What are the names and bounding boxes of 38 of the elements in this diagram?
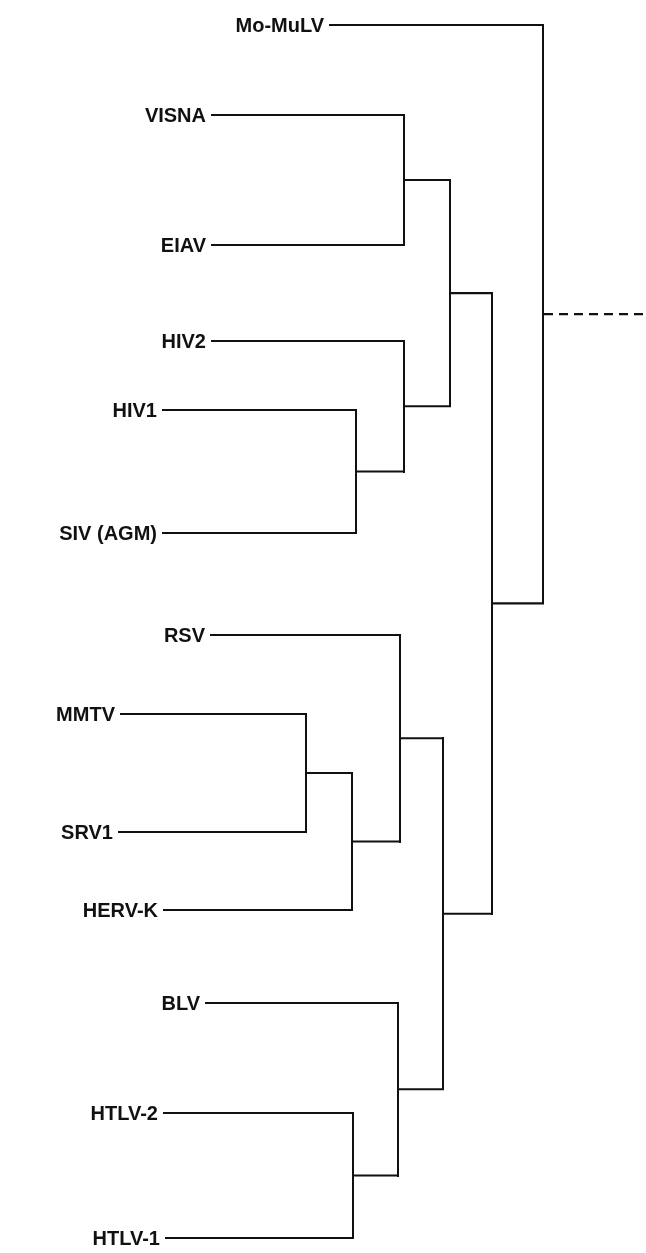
branch-line	[211, 243, 405, 247]
branch-line	[351, 840, 401, 843]
branch-line	[165, 1236, 354, 1240]
branch-line	[163, 908, 353, 912]
branch-line	[163, 1111, 354, 1115]
branch-line	[355, 470, 405, 473]
taxon-label: SIV (AGM)	[59, 521, 157, 545]
branch-line	[210, 633, 401, 637]
branch-line	[118, 830, 307, 834]
taxon-label: Mo-MuLV	[235, 13, 324, 37]
branch-line	[162, 531, 357, 535]
branch-line	[211, 339, 405, 343]
branch-line	[399, 737, 444, 740]
branch-line	[449, 292, 493, 295]
dashed-branch-line	[544, 313, 646, 316]
taxon-label: VISNA	[144, 103, 206, 127]
taxon-label: MMTV	[56, 702, 115, 726]
branch-line	[120, 712, 307, 716]
branch-line	[305, 771, 353, 775]
branch-line	[205, 1001, 399, 1005]
taxon-label: HTLV-1	[92, 1226, 160, 1250]
taxon-label: HERV-K	[82, 898, 158, 922]
branch-line	[397, 1088, 444, 1091]
branch-line	[491, 602, 544, 605]
taxon-label: HTLV-2	[90, 1101, 158, 1125]
taxon-label: BLV	[161, 991, 200, 1015]
taxon-label: HIV1	[112, 398, 157, 422]
taxon-label: HIV2	[161, 329, 206, 353]
branch-line	[329, 23, 544, 27]
taxon-label: RSV	[163, 623, 205, 647]
branch-line	[211, 113, 405, 117]
branch-line	[403, 405, 451, 408]
branch-line	[162, 408, 357, 412]
branch-line	[442, 912, 493, 915]
branch-line	[403, 178, 451, 182]
branch-line	[352, 1174, 399, 1177]
taxon-label: EIAV	[160, 233, 206, 257]
taxon-label: SRV1	[61, 820, 113, 844]
